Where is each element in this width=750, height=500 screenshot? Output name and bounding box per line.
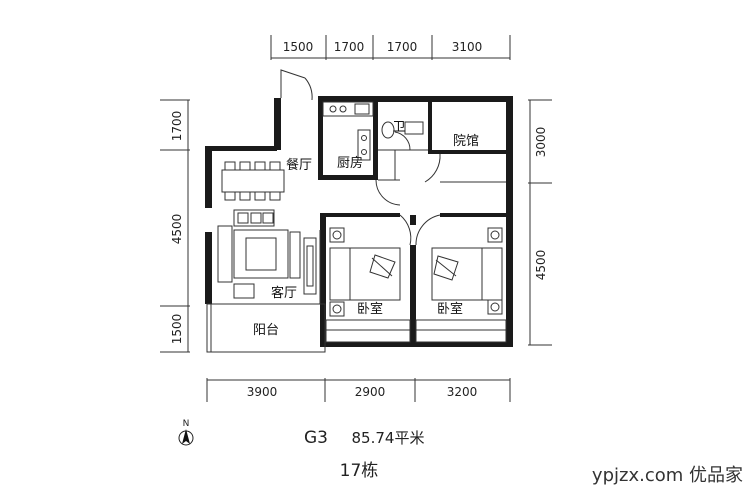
dim-left-3: 1500 — [170, 314, 184, 345]
compass-label: N — [183, 419, 190, 429]
dim-bottom-3: 3200 — [447, 385, 478, 399]
north-arrow-icon: N — [178, 419, 194, 446]
bedroom-2-furniture — [431, 227, 503, 315]
dining-table — [221, 161, 285, 201]
unit-code: G3 — [304, 428, 328, 448]
dim-top-1: 1500 — [283, 40, 314, 54]
dim-bottom-2: 2900 — [355, 385, 386, 399]
kitchen-fixtures — [322, 101, 374, 161]
dim-right-1: 3000 — [534, 127, 548, 158]
bath-fixtures — [381, 121, 424, 139]
dimension-lines — [160, 35, 552, 402]
dim-left-2: 4500 — [170, 214, 184, 245]
exterior-walls — [205, 96, 513, 347]
room-label-bedroom-2: 卧室 — [437, 301, 463, 317]
bedroom-1-furniture — [329, 227, 401, 317]
room-label-courtyard: 院馆 — [453, 134, 479, 149]
building-number: 17栋 — [340, 461, 379, 481]
room-label-dining: 餐厅 — [286, 157, 312, 173]
dim-bottom-1: 3900 — [247, 385, 278, 399]
dim-top-3: 1700 — [387, 40, 418, 54]
watermark: ypjzx.com 优品家 — [592, 465, 743, 486]
room-label-balcony: 阳台 — [253, 323, 279, 338]
room-label-kitchen: 厨房 — [337, 155, 363, 171]
room-label-living: 客厅 — [271, 285, 297, 301]
tv-unit — [303, 237, 317, 295]
dim-right-2: 4500 — [534, 250, 548, 281]
living-sofa-set — [217, 209, 301, 299]
room-label-bedroom-1: 卧室 — [357, 301, 383, 317]
room-label-bath: 卫 — [392, 120, 405, 135]
dim-left-1: 1700 — [170, 111, 184, 142]
interior-lines — [206, 69, 507, 353]
unit-area: 85.74平米 — [352, 429, 425, 447]
dim-top-2: 1700 — [334, 40, 365, 54]
dim-top-4: 3100 — [452, 40, 483, 54]
